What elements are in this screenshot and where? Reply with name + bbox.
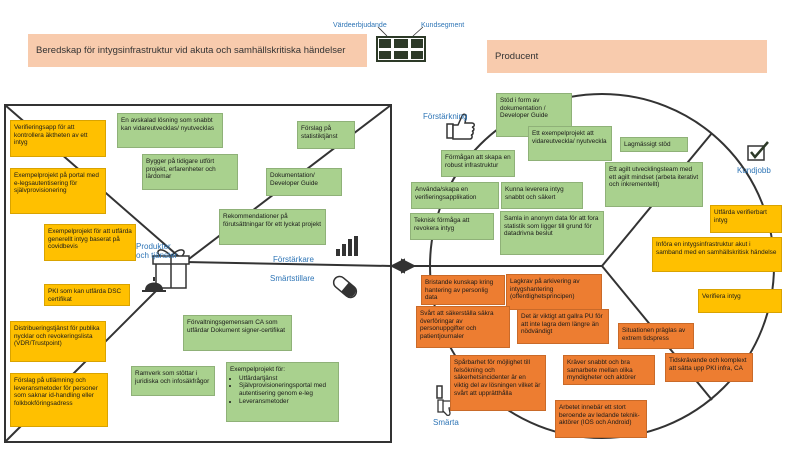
fit-arrow — [389, 258, 417, 274]
product-note: Distribueringstjänst för publika nycklar… — [10, 321, 106, 362]
value-offer-label: Värdeerbjudande — [333, 22, 387, 29]
gain-creator-note: Dokumentation/ Developer Guide — [266, 168, 342, 196]
example-project-title: Exempelprojekt för: — [230, 366, 286, 373]
customer-job-note: Utfärda verifierbart intyg — [710, 205, 782, 233]
pain-reliever-note: Förvaltningsgemensam CA som utfärdar Dok… — [183, 315, 292, 351]
example-project-item: Leveransmetoder — [239, 398, 335, 406]
pain-note: Tidskrävande och komplext att sätta upp … — [665, 353, 753, 382]
example-project-item: Utfärdartjänst — [239, 375, 335, 383]
gain-note: Teknisk förmåga att revokera intyg — [410, 213, 494, 240]
product-note: Förslag på utlämning och leveransmetoder… — [10, 373, 108, 427]
service-bell-icon — [142, 277, 166, 292]
pain-note: Lagkrav på arkivering av intygshantering… — [506, 274, 602, 310]
product-note: Exempelprojekt för att utfärda generellt… — [44, 224, 136, 261]
customer-job-note: Verifiera intyg — [698, 289, 782, 313]
right-title: Producent — [487, 40, 767, 73]
gift-icon — [152, 249, 190, 289]
pain-note: Bristande kunskap kring hantering av per… — [421, 275, 505, 305]
example-project-item: Självprovisioneringsportal med autentise… — [239, 382, 335, 397]
left-title: Beredskap för intygsinfrastruktur vid ak… — [28, 34, 367, 67]
gain-note: Ett agilt utvecklingsteam med ett agilt … — [605, 162, 703, 207]
thumbs-up-icon — [446, 113, 475, 140]
gain-note: Lagmässigt stöd — [620, 137, 688, 152]
gain-note: Kunna leverera intyg snabbt och säkert — [501, 182, 583, 209]
canvas-grid-icon — [376, 36, 426, 62]
pain-note: Svårt att säkerställa säkra överföringar… — [416, 306, 510, 348]
pill-icon — [332, 275, 358, 299]
gain-note: Förmågan att skapa en robust infrastrukt… — [441, 150, 515, 177]
checkbox-icon — [747, 141, 769, 161]
pain-note: Kräver snabbt och bra samarbete mellan o… — [563, 355, 655, 385]
pain-relievers-label: Smärtstillare — [270, 274, 315, 283]
gain-creator-note: En avskalad lösning som snabbt kan vidar… — [117, 113, 223, 148]
gain-note: Samla in anonym data för att fora statis… — [500, 211, 604, 255]
gain-note: Ett exempelprojekt att vidareutveckla/ n… — [528, 126, 612, 161]
gain-creator-note: Förslag på statistiktjänst — [297, 121, 355, 149]
pain-reliever-note: Exempelprojekt för: Utfärdartjänst Själv… — [226, 362, 339, 422]
thumbs-down-icon — [436, 385, 443, 399]
customer-jobs-label: Kundjobb — [737, 166, 771, 175]
product-note: Exempelprojekt på portal med e-legsauten… — [10, 168, 106, 214]
customer-job-note: Införa en intygsinfrastruktur akut i sam… — [652, 237, 782, 272]
product-note: Verifieringsapp för att kontrollera äkth… — [10, 120, 106, 157]
pain-note: Det är viktigt att gallra PU för att int… — [517, 309, 609, 344]
gains-label: Förstärkning — [423, 112, 468, 121]
product-note: PKI som kan utfärda DSC certifikat — [44, 284, 130, 306]
pain-note: Arbetet innebär ett stort beroende av le… — [555, 400, 647, 438]
pain-reliever-note: Ramverk som stöttar i juridiska och info… — [131, 366, 215, 396]
pain-note: Spårbarhet för möjlighet till felsökning… — [450, 355, 546, 411]
customer-segment-label: Kundsegment — [421, 22, 465, 29]
bar-chart-icon — [336, 236, 358, 256]
gain-creator-note: Rekommendationer på förutsättningar för … — [219, 209, 326, 245]
pain-note: Situationen präglas av extrem tidspress — [618, 323, 694, 349]
gain-creator-note: Bygger på tidigare utfört projekt, erfar… — [142, 154, 238, 190]
gain-note: Använda/skapa en verifieringsapplikation — [411, 182, 499, 209]
gain-creators-label: Förstärkare — [273, 255, 314, 264]
products-services-label: Produkter och tjänster — [136, 242, 178, 260]
pains-label: Smärta — [433, 418, 459, 427]
